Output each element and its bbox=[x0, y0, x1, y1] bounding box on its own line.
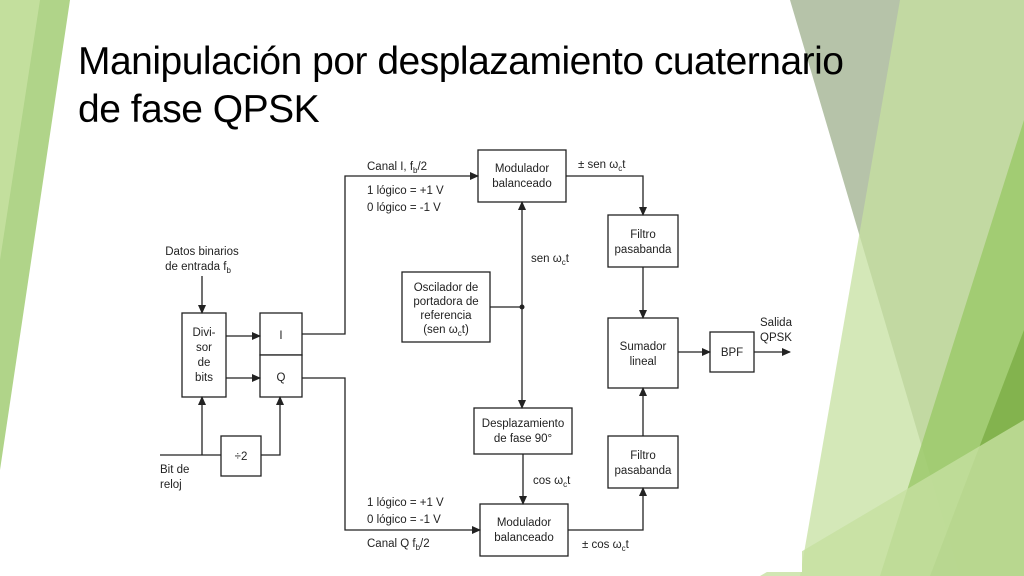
bottom-modulator-label-line-1: Modulador bbox=[497, 517, 552, 529]
top-modulator-label-line-1: Modulador bbox=[495, 163, 550, 175]
q-channel-logic-one: 1 lógico = +1 V bbox=[367, 497, 444, 509]
cos-carrier-label: cos ωct bbox=[533, 475, 571, 489]
bottom-modulator-to-filter-line bbox=[568, 487, 647, 531]
q-channel-label: Canal Q fb/2 bbox=[367, 538, 430, 552]
bottom-bandpass-filter-box bbox=[607, 435, 679, 489]
bottom-balanced-modulator-box bbox=[479, 503, 569, 557]
top-modulator-label-line-2: balanceado bbox=[492, 178, 551, 190]
divider-label-line-1: Divi- bbox=[193, 327, 216, 339]
i-channel-label-subscript: b bbox=[413, 166, 418, 175]
input-label-line-1: Datos binarios bbox=[165, 246, 239, 258]
plus-minus-cos-label-subscript: c bbox=[622, 544, 626, 553]
i-channel-logic-one: 1 lógico = +1 V bbox=[367, 185, 444, 197]
slide-title-line-2: de fase QPSK bbox=[78, 88, 320, 131]
cos-carrier-label-subscript: c bbox=[563, 480, 567, 489]
oscillator-label-line-3: referencia bbox=[420, 310, 472, 322]
divide-by-two-label: ÷2 bbox=[235, 451, 248, 463]
output-label-line-2: QPSK bbox=[760, 332, 792, 344]
i-channel-label: Canal I, fb/2 bbox=[367, 161, 427, 175]
plus-minus-sin-label: ± sen ωct bbox=[578, 159, 626, 173]
q-box-label: Q bbox=[277, 372, 286, 384]
bottom-modulator-label-line-2: balanceado bbox=[494, 532, 553, 544]
input-label-line-2: de entrada fb bbox=[165, 261, 231, 275]
oscillator-label-line-2: portadora de bbox=[413, 296, 478, 308]
div2-to-iq-line bbox=[261, 396, 284, 456]
bottom-filter-label-line-1: Filtro bbox=[630, 450, 656, 462]
bit-divider-box bbox=[181, 312, 227, 398]
i-channel-logic-zero: 0 lógico = -1 V bbox=[367, 202, 441, 214]
carrier-junction-dot bbox=[519, 304, 525, 310]
divider-label-line-2: sor bbox=[196, 342, 212, 354]
q-channel-label-subscript: b bbox=[416, 543, 421, 552]
plus-minus-cos-label: ± cos ωct bbox=[582, 539, 630, 553]
output-label-line-1: Salida bbox=[760, 317, 793, 329]
q-channel-line bbox=[302, 377, 481, 534]
divide-by-two-box bbox=[220, 435, 262, 477]
left-green-stripe-light bbox=[0, 0, 40, 260]
top-bandpass-filter-box bbox=[607, 214, 679, 268]
top-modulator-to-filter-line bbox=[566, 175, 647, 216]
clock-label-line-1: Bit de bbox=[160, 464, 189, 476]
phase-shift-label-line-1: Desplazamiento bbox=[482, 418, 564, 430]
slide-title: Manipulación por desplazamiento cuaterna… bbox=[78, 38, 978, 134]
diagram-white-panel bbox=[148, 140, 802, 572]
bpf-label: BPF bbox=[721, 347, 743, 359]
oscillator-label-line-4: (sen ωct) bbox=[423, 324, 469, 338]
plus-minus-sin-label-subscript: c bbox=[618, 164, 622, 173]
input-label-subscript: b bbox=[226, 266, 231, 275]
i-box-label: I bbox=[279, 330, 282, 342]
adder-label-line-1: Sumador bbox=[620, 341, 667, 353]
slide-title-line-1: Manipulación por desplazamiento cuaterna… bbox=[78, 40, 844, 83]
clock-label-line-2: reloj bbox=[160, 479, 182, 491]
adder-label-line-2: lineal bbox=[630, 356, 657, 368]
i-channel-line bbox=[302, 172, 479, 335]
oscillator-label-line-1: Oscilador de bbox=[414, 282, 479, 294]
top-filter-label-line-2: pasabanda bbox=[615, 244, 673, 256]
phase-shift-label-line-2: de fase 90° bbox=[494, 433, 552, 445]
q-channel-logic-zero: 0 lógico = -1 V bbox=[367, 514, 441, 526]
top-filter-label-line-1: Filtro bbox=[630, 229, 656, 241]
linear-adder-box bbox=[607, 317, 679, 389]
sin-carrier-label-subscript: c bbox=[562, 258, 566, 267]
oscillator-label-subscript: c bbox=[458, 329, 462, 338]
bottom-filter-label-line-2: pasabanda bbox=[615, 465, 673, 477]
divider-label-line-3: de bbox=[198, 357, 211, 369]
sin-carrier-label: sen ωct bbox=[531, 253, 570, 267]
divider-label-line-4: bits bbox=[195, 372, 213, 384]
phase-shift-box bbox=[473, 407, 573, 455]
right-green-shape-4 bbox=[760, 420, 1024, 576]
top-balanced-modulator-box bbox=[477, 149, 567, 203]
